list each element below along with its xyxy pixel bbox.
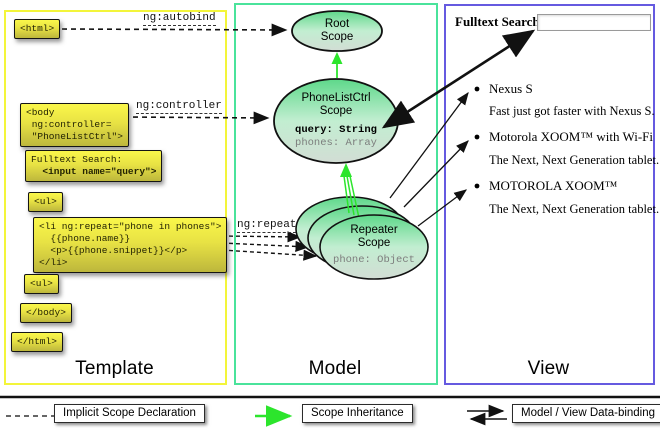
- phones-property: phones: Array: [295, 137, 377, 149]
- inheritance-root-arrowhead: [331, 52, 343, 64]
- item2-databinding-arrow: [403, 140, 469, 208]
- item3-databinding-arrow: [417, 189, 468, 227]
- view-item-2-desc: The Next, Next Generation tablet.: [489, 153, 660, 167]
- root-scope-label: Root Scope: [320, 18, 354, 44]
- inheritance-repeater-line-1: [343, 175, 350, 214]
- ng-repeat-arrow-2: [221, 240, 310, 253]
- code-fulltext-label-text: Fulltext Search:: [31, 154, 123, 165]
- view-item-1-title: Nexus S: [489, 81, 533, 96]
- code-html-close-text: </html>: [17, 336, 57, 347]
- phone-property: phone: Object: [333, 254, 415, 266]
- ng-repeat-arrow-3: [221, 249, 318, 261]
- code-box-li-repeat: <li ng:repeat="phone in phones"> {{phone…: [33, 217, 228, 273]
- code-box-fulltext: Fulltext Search: <input name="query">: [25, 150, 163, 182]
- view-item-2-title: Motorola XOOM™ with Wi-Fi: [489, 129, 654, 144]
- ng-repeat-label: ng:repeat: [237, 219, 297, 233]
- legend-implicit-label: Implicit Scope Declaration: [54, 404, 205, 423]
- code-body-close-text: </body>: [26, 307, 66, 318]
- code-box-ul-close: <ul>: [24, 274, 59, 294]
- code-fulltext-input-text: <input name="query">: [31, 165, 157, 177]
- query-property: query: String: [295, 124, 377, 136]
- code-body-open-text: <body ng:controller= "PhoneListCtrl">: [26, 107, 123, 142]
- model-panel-title: Model: [308, 358, 362, 379]
- code-box-body-open: <body ng:controller= "PhoneListCtrl">: [20, 103, 129, 147]
- code-li-repeat-text: <li ng:repeat="phone in phones"> {{phone…: [39, 221, 222, 268]
- ng-controller-label: ng:controller: [136, 100, 222, 114]
- fulltext-search-input[interactable]: [537, 14, 651, 31]
- bullet-1: [474, 86, 480, 92]
- view-item-1-desc: Fast just got faster with Nexus S.: [489, 104, 655, 118]
- ng-controller-arrow: [123, 111, 270, 125]
- inheritance-repeater-line-3: [349, 175, 360, 219]
- code-box-html-open: <html>: [14, 19, 61, 39]
- phonelistctrl-scope-label: PhoneListCtrl Scope: [301, 92, 371, 118]
- bullet-3: [474, 183, 480, 189]
- legend-inheritance-label: Scope Inheritance: [302, 404, 413, 423]
- view-item-3-desc: The Next, Next Generation tablet.: [489, 202, 660, 216]
- code-box-body-close: </body>: [20, 303, 72, 323]
- repeater-scope-label: Repeater Scope: [350, 224, 398, 250]
- code-ul-close-text: <ul>: [30, 278, 53, 289]
- code-html-open-text: <html>: [20, 23, 55, 34]
- repeater-scope-ellipse-front: [319, 214, 429, 280]
- query-databinding-arrow: [381, 29, 536, 129]
- view-panel-title: View: [527, 358, 570, 379]
- code-ul-open-text: <ul>: [34, 196, 57, 207]
- ng-autobind-label: ng:autobind: [143, 12, 216, 26]
- template-panel-title: Template: [75, 358, 154, 379]
- code-box-ul-open: <ul>: [28, 192, 63, 212]
- legend-binding-label: Model / View Data-binding: [512, 404, 660, 423]
- view-item-3-title: MOTOROLA XOOM™: [489, 178, 618, 193]
- bullet-2: [474, 134, 480, 140]
- inheritance-repeater-arrowhead: [340, 163, 352, 177]
- ng-autobind-arrow: [61, 23, 288, 37]
- fulltext-search-label: Fulltext Search:: [455, 14, 544, 29]
- item1-databinding-arrow: [389, 91, 469, 199]
- inheritance-repeater-line-2: [346, 175, 355, 216]
- ng-repeat-arrow-1: [221, 231, 302, 243]
- code-box-html-close: </html>: [11, 332, 63, 352]
